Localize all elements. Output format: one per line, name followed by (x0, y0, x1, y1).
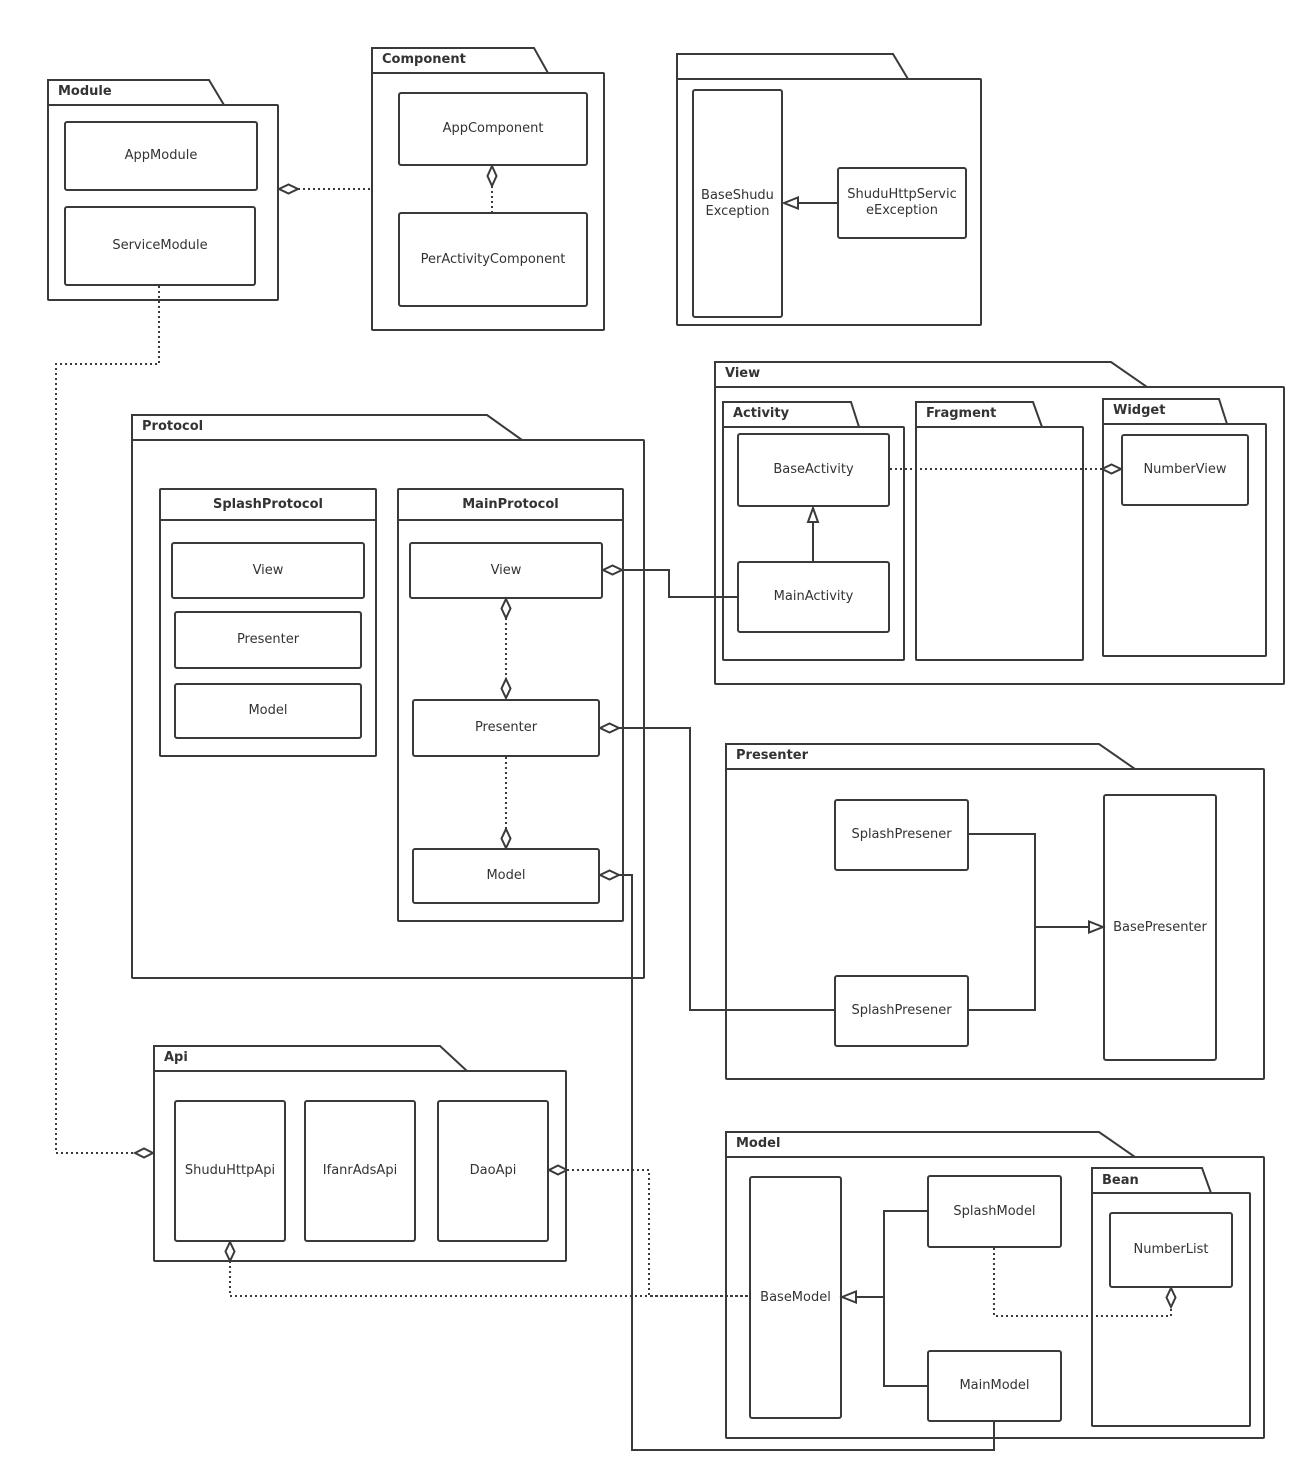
number-list-class: NumberList (1109, 1212, 1233, 1288)
base-activity-class: BaseActivity (737, 433, 890, 507)
main-model-iface-label: Model (486, 868, 526, 883)
module-package-label: Module (58, 84, 112, 99)
main-view-class: View (409, 542, 603, 599)
base-shudu-exception-label: BaseShudu Exception (701, 187, 774, 219)
splash-protocol-title: SplashProtocol (161, 490, 375, 521)
base-presenter-class: BasePresenter (1103, 794, 1217, 1061)
splash-presenter-iface-label: Presenter (236, 632, 300, 647)
app-module-class: AppModule (64, 121, 258, 191)
module-package (47, 104, 279, 301)
splash-view-label: View (252, 562, 284, 578)
main-protocol-group: MainProtocol (397, 488, 624, 922)
splash-view-class: View (171, 542, 365, 599)
main-model-iface-class: Model (412, 848, 600, 904)
app-component-label: AppComponent (442, 121, 544, 136)
component-package (371, 72, 605, 331)
splash-model-label: SplashModel (953, 1203, 1036, 1219)
exception-package-tab (676, 53, 910, 80)
exception-package (676, 78, 982, 326)
main-model-label: MainModel (959, 1378, 1030, 1393)
main-model-class: MainModel (927, 1350, 1062, 1422)
main-view-label: View (490, 562, 522, 578)
splash-presener-label-1: SplashPresener (851, 827, 952, 842)
splash-presener-label-2: SplashPresener (851, 1003, 952, 1018)
base-model-class: BaseModel (749, 1176, 842, 1419)
shudu-http-service-exception-label: ShuduHttpServic eException (847, 187, 957, 218)
service-module-label: ServiceModule (112, 238, 208, 253)
number-list-label: NumberList (1133, 1242, 1209, 1257)
per-activity-component-class: PerActivityComponent (398, 212, 588, 307)
base-model-label: BaseModel (760, 1289, 831, 1305)
bean-package-label: Bean (1102, 1173, 1139, 1188)
component-package-label: Component (382, 52, 466, 67)
api-package-tab (153, 1045, 470, 1072)
widget-package-label: Widget (1113, 403, 1166, 418)
shudu-http-api-label: ShuduHttpApi (184, 1163, 276, 1178)
view-package-tab (714, 361, 1150, 388)
fragment-package (915, 426, 1084, 661)
main-presenter-iface-class: Presenter (412, 699, 600, 757)
number-view-class: NumberView (1121, 434, 1249, 506)
http-api-base-model-link (229, 1261, 749, 1297)
ifanr-ads-api-class: IfanrAdsApi (304, 1100, 416, 1242)
base-presenter-label: BasePresenter (1113, 919, 1207, 935)
base-activity-label: BaseActivity (773, 462, 854, 477)
dao-api-base-model-link (567, 1169, 749, 1297)
splash-model-iface-class: Model (174, 683, 362, 739)
splash-presener-class-1: SplashPresener (834, 799, 969, 871)
splash-model-class: SplashModel (927, 1175, 1062, 1248)
app-module-label: AppModule (124, 148, 198, 163)
dao-api-label: DaoApi (469, 1163, 517, 1178)
presenter-package-label: Presenter (736, 748, 809, 763)
dao-api-class: DaoApi (437, 1100, 549, 1242)
per-activity-component-label: PerActivityComponent (420, 251, 566, 267)
number-view-label: NumberView (1143, 462, 1227, 477)
splash-model-iface-label: Model (248, 703, 288, 718)
splash-presenter-iface-class: Presenter (174, 611, 362, 669)
base-shudu-exception-class: BaseShudu Exception (692, 89, 783, 318)
view-package-label: View (725, 366, 761, 381)
protocol-package-label: Protocol (142, 419, 204, 434)
model-package-label: Model (736, 1136, 781, 1151)
model-package-tab (725, 1131, 1138, 1158)
splash-presener-class-2: SplashPresener (834, 975, 969, 1047)
shudu-http-service-exception-class: ShuduHttpServic eException (837, 167, 967, 239)
activity-package-label: Activity (733, 406, 790, 421)
shudu-http-api-class: ShuduHttpApi (174, 1100, 286, 1242)
splash-protocol-group: SplashProtocol (159, 488, 377, 757)
service-module-class: ServiceModule (64, 206, 256, 286)
shudu-http-api-diamond (132, 1147, 156, 1159)
widget-package (1102, 423, 1267, 657)
activity-package (722, 426, 905, 661)
module-aggregation-diamond (276, 183, 301, 195)
main-protocol-title: MainProtocol (399, 490, 622, 521)
main-activity-class: MainActivity (737, 561, 890, 633)
ifanr-ads-api-label: IfanrAdsApi (322, 1163, 398, 1178)
api-package-label: Api (164, 1050, 188, 1065)
app-component-class: AppComponent (398, 92, 588, 166)
main-activity-label: MainActivity (773, 589, 854, 604)
main-presenter-iface-label: Presenter (474, 720, 538, 735)
view-package (714, 386, 1285, 685)
fragment-package-label: Fragment (926, 406, 997, 421)
